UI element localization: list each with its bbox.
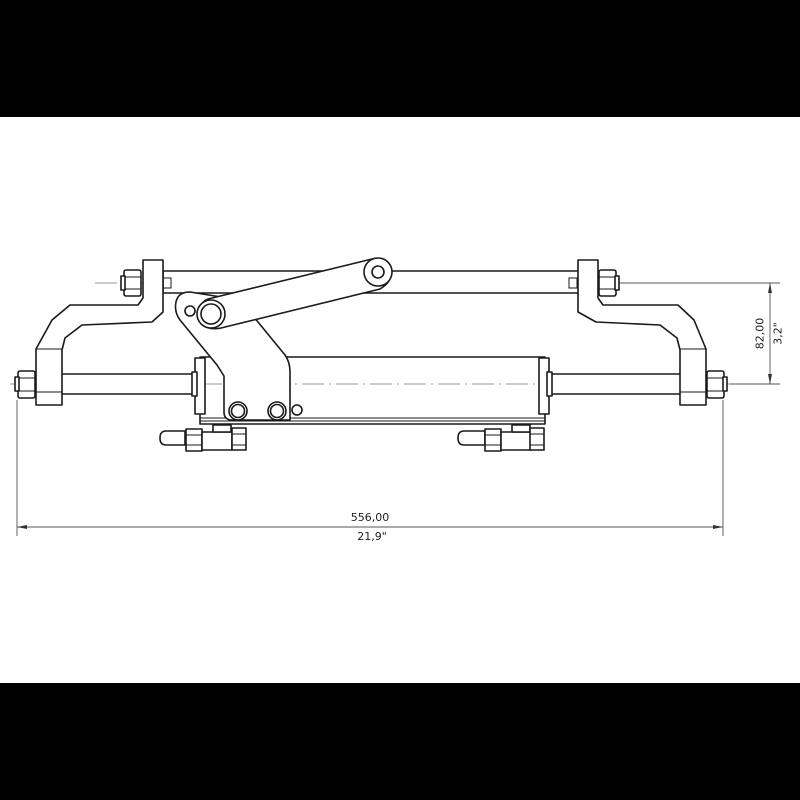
- height-offset-dimension: [620, 282, 780, 385]
- height-offset-metric-label: 82,00: [753, 317, 767, 350]
- overall-width-dimension: [16, 400, 724, 536]
- right-hydraulic-fitting: [457, 424, 545, 452]
- right-upper-nut: [598, 269, 620, 297]
- overall-width-metric-label: 556,00: [350, 511, 390, 524]
- bracket-bolts: [228, 401, 287, 421]
- height-offset-imperial-label: 3,2": [771, 322, 785, 345]
- left-lower-nut: [14, 370, 36, 399]
- steering-link-arm: [196, 257, 393, 330]
- left-upper-nut: [120, 269, 142, 297]
- right-tiller-arm: [577, 259, 707, 406]
- right-lower-nut: [706, 370, 728, 399]
- bottom-frame-band: [0, 683, 800, 800]
- left-hydraulic-fitting: [159, 424, 247, 452]
- top-frame-band: [0, 0, 800, 117]
- left-tiller-arm: [35, 259, 164, 406]
- overall-width-imperial-label: 21,9": [357, 530, 387, 543]
